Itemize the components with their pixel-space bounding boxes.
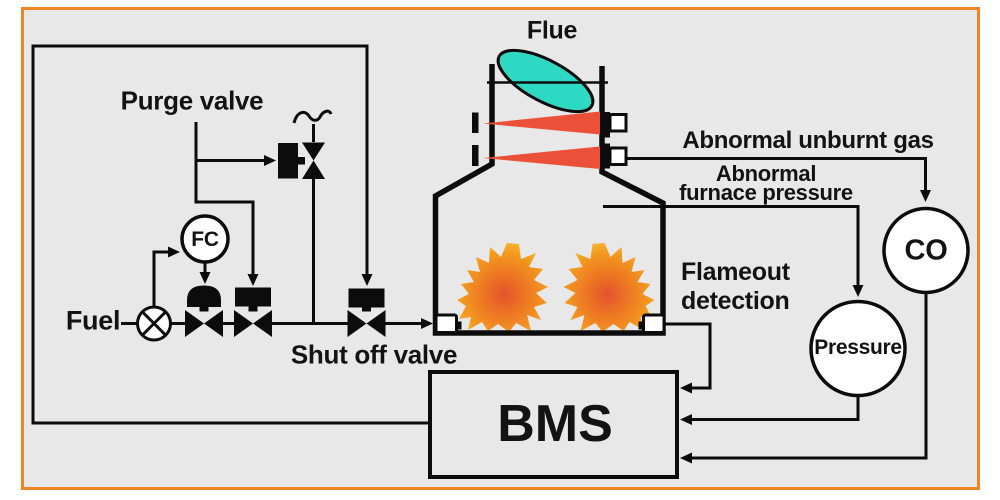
abnormal-furnace-pressure-line1: Abnormal — [715, 161, 817, 186]
fuel-label: Fuel — [65, 305, 121, 336]
arrowhead-to-co — [920, 190, 931, 202]
purge-valve-label: Purge valve — [120, 85, 264, 116]
left-burner — [434, 313, 458, 334]
flames — [457, 243, 655, 332]
pressure-to-bms-wire — [692, 395, 860, 421]
purge-actuator — [278, 143, 298, 179]
burners — [434, 313, 666, 334]
flameout-wire — [664, 322, 712, 390]
beam-bottom — [483, 146, 600, 169]
flameout-detection-line1: Flameout — [681, 258, 790, 286]
shutoff-valve-right-triangle — [366, 310, 386, 337]
control-valve-symbol — [185, 285, 223, 337]
purge-wires — [194, 122, 276, 286]
flow-element-x2 — [141, 310, 167, 337]
damper-blade — [496, 48, 595, 114]
abnormal-furnace-pressure-line2: furnace pressure — [679, 180, 853, 205]
right-flame — [563, 243, 655, 332]
fc-loop — [152, 214, 230, 307]
receiver-block-bottom — [600, 143, 610, 169]
pressure-tap-path — [603, 205, 860, 285]
fc-signal-wire — [152, 250, 168, 307]
gas-sensors — [472, 111, 628, 169]
left-flame — [457, 243, 548, 332]
shutoff-valve-actuator — [348, 288, 385, 308]
fc-label: FC — [191, 228, 219, 251]
shutoff-valve-left-triangle — [347, 310, 367, 337]
control-valve-left-triangle — [185, 310, 204, 337]
furnace-outline — [432, 64, 666, 336]
shut-off-valve-label: Shut off valve — [290, 339, 458, 370]
flameout-detection-label: Flameout detection — [681, 258, 790, 316]
arrowhead-to-control-valve — [199, 272, 211, 284]
shutoff-valve-symbol — [347, 288, 386, 337]
receiver-block-top — [600, 112, 610, 138]
right-burner — [642, 313, 666, 334]
bms-input-wires — [664, 292, 928, 464]
control-wire-path — [31, 44, 430, 425]
block-valve-left-triangle — [234, 310, 253, 337]
control-valve-stem — [199, 306, 209, 312]
control-valve-dome — [187, 285, 221, 307]
abnormal-furnace-pressure-label: Abnormal furnace pressure — [679, 161, 853, 205]
unburnt-gas-wire — [626, 157, 931, 202]
arrowhead-to-purge-valve — [264, 155, 276, 166]
flue-damper — [487, 48, 608, 114]
purge-valve-bottom-triangle — [302, 160, 325, 179]
arrowhead-to-fc — [168, 246, 180, 258]
arrowhead-to-pressure — [852, 285, 864, 297]
arrowhead-co-to-bms — [680, 452, 692, 464]
block-valve-symbol — [234, 287, 272, 337]
arrowhead-to-shutoff-valve — [361, 274, 373, 286]
beam-top — [483, 111, 600, 135]
bms-shutoff-control-wire — [31, 44, 430, 425]
purge-stem — [297, 157, 305, 165]
right-burner-nozzle — [638, 321, 644, 330]
fuel-line — [121, 318, 433, 329]
control-valve-right-triangle — [204, 310, 223, 337]
block-valve-actuator — [235, 287, 271, 307]
abnormal-unburnt-gas-label: Abnormal unburnt gas — [682, 127, 934, 154]
unburnt-gas-path — [626, 157, 927, 190]
bms-label: BMS — [497, 395, 613, 453]
arrowhead-flameout-to-bms — [680, 382, 692, 394]
purge-valve-top-triangle — [302, 142, 325, 161]
flue-label: Flue — [526, 16, 578, 45]
emitter-dash-top — [472, 112, 479, 133]
arrowhead-to-valve2 — [247, 274, 259, 286]
purge-valve-symbol — [278, 109, 333, 323]
pressure-tap-wire — [603, 205, 864, 297]
flameout-detection-line2: detection — [681, 287, 790, 315]
block-valve-stem — [248, 306, 258, 312]
co-label: CO — [904, 234, 948, 267]
emitter-dash-bottom — [472, 145, 479, 166]
fc-circle — [180, 214, 230, 264]
receiver-window-bottom — [608, 146, 628, 166]
shutoff-valve-stem — [362, 307, 371, 312]
left-burner-nozzle — [456, 321, 462, 330]
block-valve-right-triangle — [253, 310, 272, 337]
receiver-window-top — [608, 113, 628, 133]
arrowhead-to-burner — [421, 318, 433, 329]
bms-box — [428, 370, 679, 479]
vent-squiggle-icon — [292, 109, 333, 124]
co-to-bms-wire — [692, 292, 928, 460]
flow-element-symbol — [136, 305, 172, 342]
pressure-label: Pressure — [814, 336, 902, 359]
arrowhead-pressure-to-bms — [680, 414, 692, 425]
